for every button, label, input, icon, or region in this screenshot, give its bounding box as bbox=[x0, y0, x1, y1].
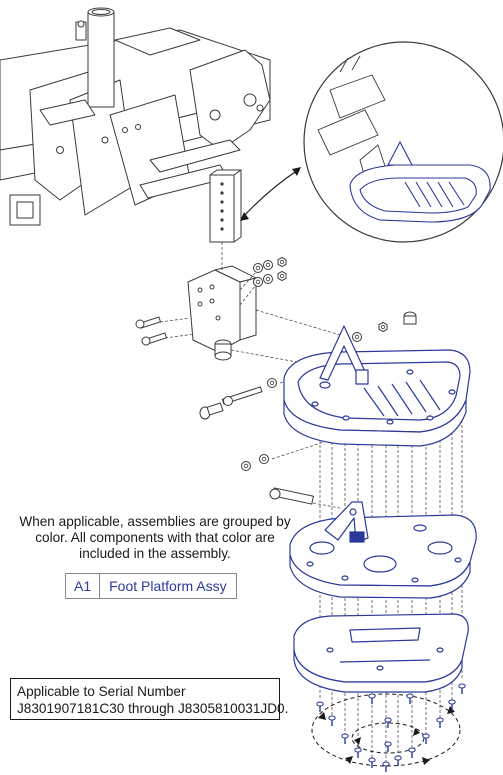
serial-line-1: Applicable to Serial Number bbox=[17, 684, 186, 699]
arrow-head-bottom bbox=[240, 212, 249, 221]
pivot-bolt bbox=[199, 378, 277, 420]
foot-platform-top bbox=[283, 325, 471, 447]
foot-platform-mount bbox=[289, 501, 477, 599]
washers-and-nuts-right bbox=[352, 311, 417, 342]
hanger-holes bbox=[220, 182, 224, 231]
bolts-left bbox=[135, 316, 168, 346]
wheelchair-frame bbox=[0, 7, 271, 243]
arrow-head-top bbox=[292, 167, 301, 176]
serial-number-box: Applicable to Serial Number J8301907181C… bbox=[10, 678, 289, 720]
mounting-bracket bbox=[187, 265, 258, 361]
legend-label: Foot Platform Assy bbox=[109, 578, 227, 594]
washers-and-nuts-upper bbox=[253, 256, 287, 287]
assembly-legend: A1 Foot Platform Assy bbox=[65, 573, 237, 599]
platform-screws bbox=[316, 683, 466, 773]
legend-code: A1 bbox=[66, 574, 101, 598]
washers-and-adjuster bbox=[241, 454, 314, 505]
detail-view bbox=[303, 41, 503, 243]
screw-pattern-arrows bbox=[318, 706, 455, 765]
serial-line-2: J8301907181C30 through J8305810031JD0. bbox=[17, 701, 289, 716]
detail-pointer-arrow bbox=[241, 169, 299, 219]
assembly-color-note: When applicable, assemblies are grouped … bbox=[19, 514, 291, 561]
foot-plate-bottom bbox=[293, 613, 469, 693]
